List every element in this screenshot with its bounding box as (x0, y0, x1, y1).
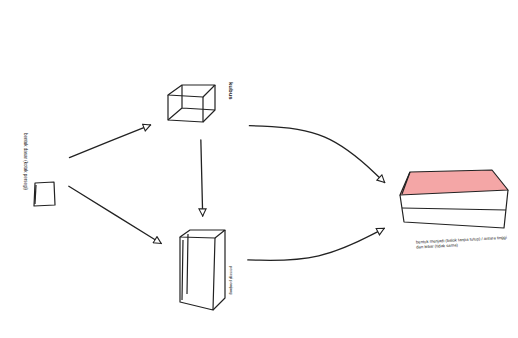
flow-arrow (249, 126, 384, 183)
sketch-drawing (392, 160, 518, 264)
sketch-line (402, 172, 506, 210)
sketch-line (168, 85, 215, 120)
shape-label: bentuk menjadi (balok tanpa tutup) / ant… (416, 235, 514, 249)
sketch-line (180, 230, 225, 238)
flow-arrow (69, 186, 161, 243)
sketch-line (400, 170, 508, 195)
sketch-line (35, 185, 36, 204)
sketch-line (182, 234, 188, 300)
shape-label: kubus (227, 82, 234, 112)
shape-label: persegi panjang (229, 266, 233, 314)
sketch-shape: persegi panjang (168, 224, 240, 316)
sketch-shape: bentuk dasar (kotak persegi) (20, 128, 62, 210)
sketch-line (203, 85, 215, 122)
sketch-line (213, 230, 225, 310)
flow-arrow (69, 125, 150, 158)
sketch-shape: kubus (158, 78, 242, 132)
shape-label: bentuk dasar (kotak persegi) (22, 133, 27, 205)
sketch-line (168, 85, 215, 97)
sketch-line (34, 182, 55, 206)
flow-arrow (201, 140, 203, 216)
sketch-drawing (168, 224, 240, 316)
sketch-shape: bentuk menjadi (balok tanpa tutup) / ant… (392, 160, 518, 264)
sketch-line (180, 237, 215, 310)
flow-arrow (248, 228, 384, 260)
